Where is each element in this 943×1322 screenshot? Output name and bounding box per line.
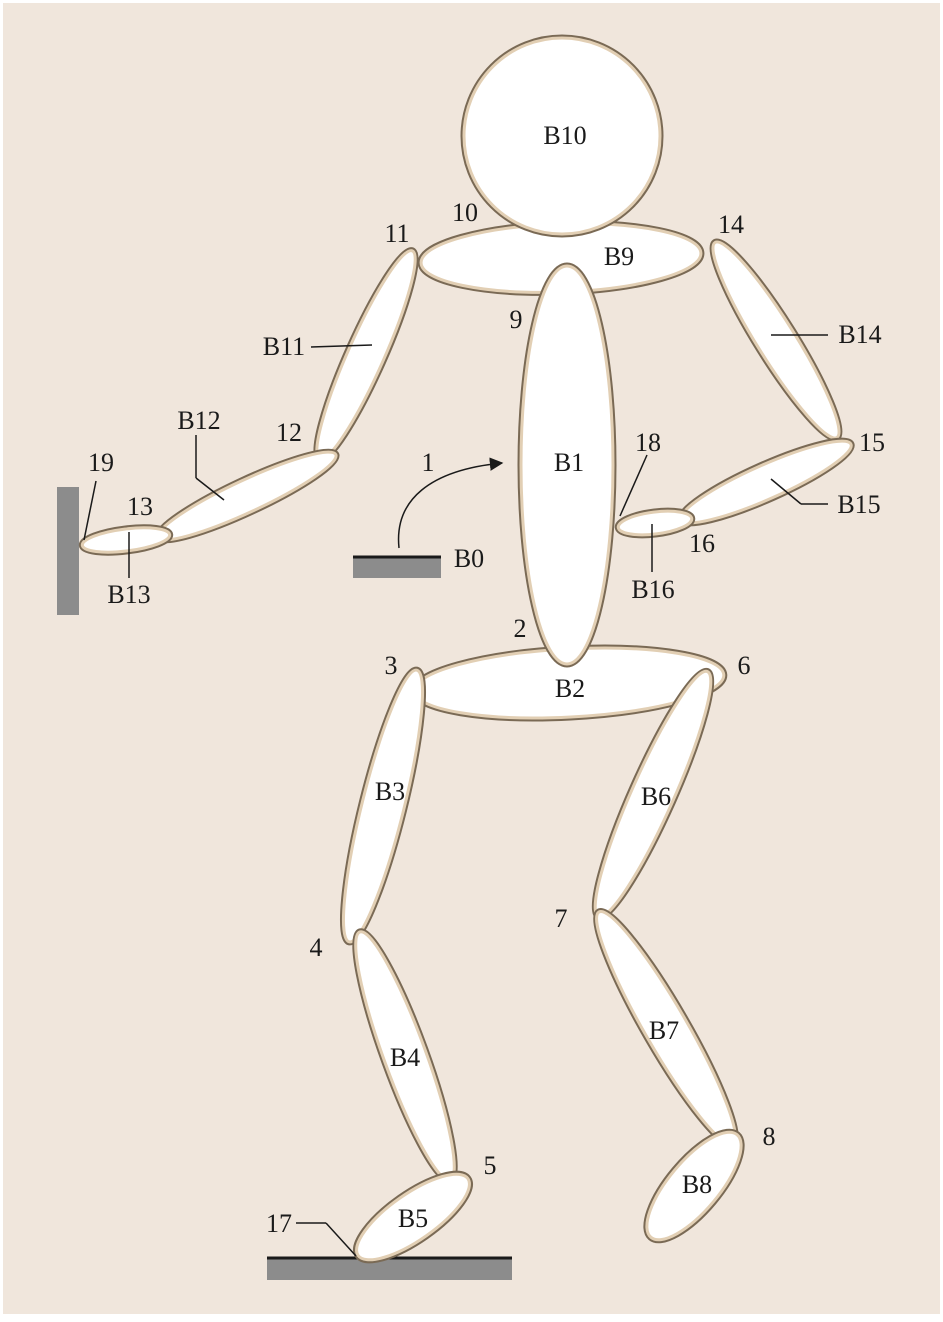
- rotation-arrow-icon: [397, 457, 504, 549]
- leader-j19: [83, 480, 97, 541]
- label-b16: B16: [631, 575, 674, 604]
- segment-b3: [339, 666, 427, 946]
- ground-b0: [353, 557, 441, 578]
- label-joint-16: 16: [689, 529, 715, 558]
- segment-b16: [614, 507, 696, 539]
- label-joint-8: 8: [763, 1122, 776, 1151]
- label-b4: B4: [390, 1043, 420, 1072]
- label-b15: B15: [837, 490, 880, 519]
- label-joint-6: 6: [738, 651, 751, 680]
- leader-b12-b: [195, 477, 225, 501]
- leader-b11: [310, 344, 373, 348]
- wall-left: [57, 487, 79, 615]
- segment-b13: [78, 524, 174, 556]
- label-joint-14: 14: [718, 210, 744, 239]
- label-joint-4: 4: [310, 933, 323, 962]
- label-joint-15: 15: [859, 428, 885, 457]
- label-b11: B11: [263, 332, 305, 361]
- label-b9: B9: [604, 242, 634, 271]
- label-joint-7: 7: [555, 904, 568, 933]
- label-b6: B6: [641, 782, 671, 811]
- segment-b14: [709, 238, 843, 442]
- label-joint-10: 10: [452, 198, 478, 227]
- segment-b5: [353, 1170, 473, 1264]
- segment-b8: [643, 1128, 745, 1244]
- label-b10: B10: [543, 121, 586, 150]
- leader-j18: [619, 454, 648, 517]
- label-b2: B2: [555, 674, 585, 703]
- label-joint-1: 1: [422, 448, 435, 477]
- label-b12: B12: [177, 406, 220, 435]
- leader-b15-a: [770, 478, 802, 505]
- leader-j17-b: [325, 1222, 357, 1257]
- label-b14: B14: [838, 320, 881, 349]
- label-b7: B7: [649, 1016, 679, 1045]
- label-b5: B5: [398, 1204, 428, 1233]
- segment-b10-head: [460, 34, 664, 238]
- label-joint-17: 17: [266, 1209, 292, 1238]
- label-joint-11: 11: [384, 219, 409, 248]
- label-joint-3: 3: [385, 651, 398, 680]
- label-b0: B0: [454, 544, 484, 573]
- segment-b1-torso: [517, 262, 617, 668]
- label-joint-5: 5: [484, 1151, 497, 1180]
- label-joint-13: 13: [127, 492, 153, 521]
- label-joint-9: 9: [510, 305, 523, 334]
- label-joint-18: 18: [635, 428, 661, 457]
- label-joint-12: 12: [276, 418, 302, 447]
- label-b8: B8: [682, 1170, 712, 1199]
- label-joint-19: 19: [88, 448, 114, 477]
- label-b13: B13: [107, 580, 150, 609]
- label-joint-2: 2: [514, 614, 527, 643]
- floor: [267, 1258, 512, 1280]
- label-b1: B1: [554, 448, 584, 477]
- label-b3: B3: [375, 777, 405, 806]
